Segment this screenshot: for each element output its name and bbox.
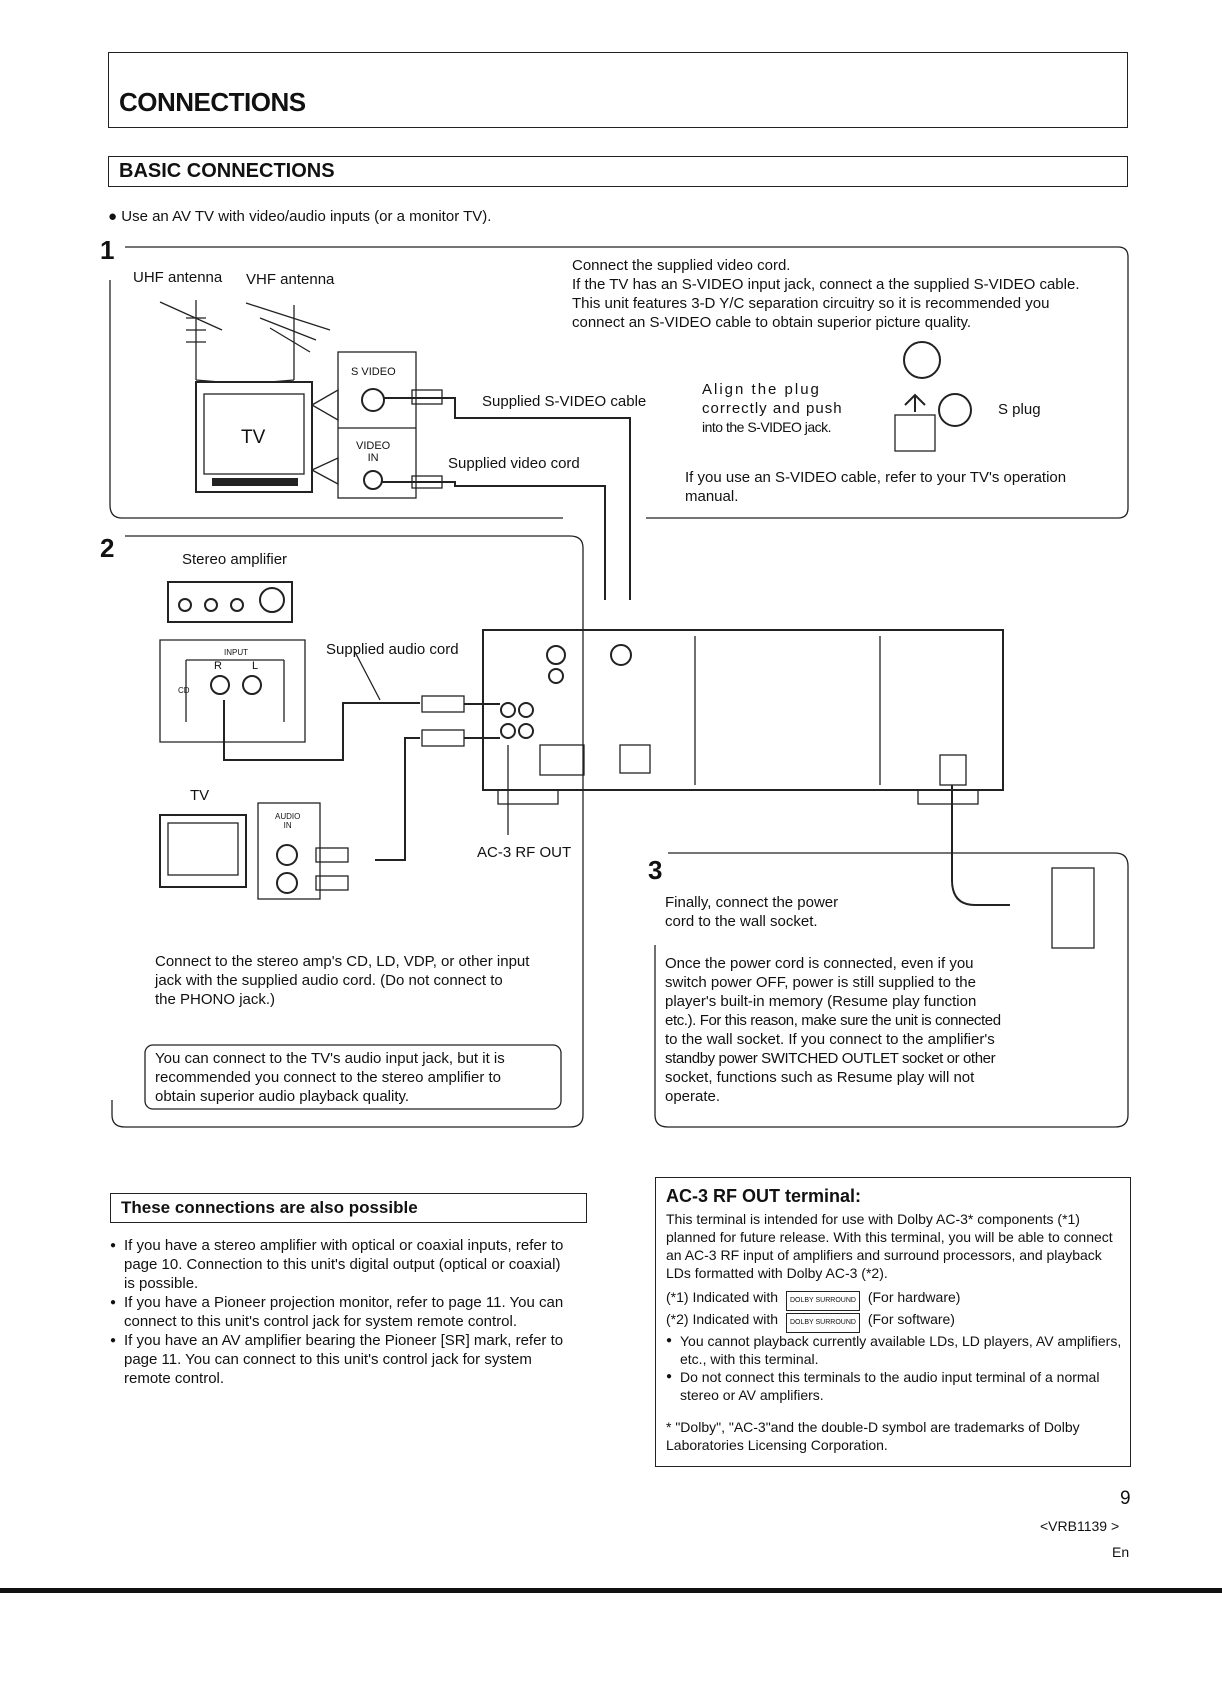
trademark-note: * "Dolby", "AC-3"and the double-D symbol…	[666, 1419, 1080, 1453]
video-cord-label: Supplied video cord	[448, 455, 580, 472]
step2-instructions: Connect to the stereo amp's CD, LD, VDP,…	[155, 953, 530, 1008]
tv2-icon	[159, 814, 247, 888]
language-code: En	[1112, 1544, 1130, 1560]
ac3-intro: This terminal is intended for use with D…	[666, 1211, 1113, 1281]
step2-number: 2	[100, 533, 115, 563]
vhf-antenna-icon	[245, 302, 331, 380]
l-label: L	[252, 660, 259, 672]
step3-number: 3	[648, 855, 663, 885]
audio-cord-label: Supplied audio cord	[326, 641, 459, 658]
ac3-note1: (*1) Indicated with DOLBY SURROUND (For …	[666, 1288, 960, 1311]
ac3-info-box: AC-3 RF OUT terminal: This terminal is i…	[655, 1177, 1131, 1467]
doc-code: <VRB1139 >	[1040, 1518, 1120, 1534]
r-label: R	[214, 660, 222, 672]
step1-frame	[125, 246, 1129, 519]
intro-line: ● Use an AV TV with video/audio inputs (…	[108, 208, 492, 225]
stereo-amplifier-icon	[167, 581, 293, 623]
vhf-label: VHF antenna	[246, 271, 335, 288]
list-item: If you have an AV amplifier bearing the …	[110, 1331, 570, 1388]
page-number: 9	[1120, 1488, 1131, 1509]
ac3-heading: AC-3 RF OUT terminal:	[666, 1186, 862, 1206]
section-title: BASIC CONNECTIONS	[119, 160, 335, 182]
step1-number: 1	[100, 235, 115, 265]
amp-label: Stereo amplifier	[182, 551, 288, 568]
audio-in-label: AUDIO IN	[275, 812, 301, 830]
uhf-label: UHF antenna	[133, 269, 223, 286]
dolby-logo: DOLBY SURROUND	[785, 1313, 860, 1333]
video-in-label: VIDEO IN	[356, 440, 391, 464]
list-item: Do not connect this terminals to the aud…	[666, 1368, 1122, 1404]
step1-instructions: Connect the supplied video cord. If the …	[572, 257, 1080, 331]
list-item: You cannot playback currently available …	[666, 1332, 1122, 1368]
subtitle-box: BASIC CONNECTIONS	[108, 156, 1128, 187]
ac3-bullets: You cannot playback currently available …	[666, 1332, 1122, 1404]
dolby-logo: DOLBY SURROUND	[785, 1291, 860, 1311]
list-item: If you have a stereo amplifier with opti…	[110, 1236, 570, 1293]
s-jack-icon	[903, 341, 941, 379]
list-item: If you have a Pioneer projection monitor…	[110, 1293, 570, 1331]
tv-icon	[195, 381, 313, 493]
ac3-note2: (*2) Indicated with DOLBY SURROUND (For …	[666, 1310, 955, 1333]
svideo-jack-label: S VIDEO	[351, 366, 396, 378]
dvd-player-rear-icon	[482, 629, 1004, 805]
ac3-rf-out-label: AC-3 RF OUT	[477, 844, 572, 861]
also-possible-box: These connections are also possible	[110, 1193, 587, 1223]
svideo-note: If you use an S-VIDEO cable, refer to yo…	[685, 469, 1067, 505]
also-possible-heading: These connections are also possible	[121, 1198, 418, 1217]
intro-text: Use an AV TV with video/audio inputs (or…	[121, 208, 492, 225]
s-plug-icon	[938, 393, 972, 427]
splug-label: S plug	[998, 401, 1041, 418]
input-label: INPUT	[224, 648, 248, 657]
step3-text1: Finally, connect the power cord to the w…	[665, 894, 839, 930]
tv2-label: TV	[190, 787, 210, 804]
uhf-antenna-icon	[159, 300, 223, 380]
page-title: CONNECTIONS	[119, 87, 306, 117]
tv-label: TV	[241, 427, 266, 448]
also-possible-list: If you have a stereo amplifier with opti…	[110, 1236, 570, 1388]
svideo-cable-label: Supplied S-VIDEO cable	[482, 393, 647, 410]
step3-text2: Once the power cord is connected, even i…	[665, 955, 1001, 1105]
title-box: CONNECTIONS	[108, 52, 1128, 128]
cd-label: CD	[178, 686, 190, 695]
step2-note: You can connect to the TV's audio input …	[155, 1050, 505, 1105]
bottom-rule	[0, 1588, 1222, 1593]
align-text: Align the plug correctly and push into t…	[702, 381, 843, 435]
